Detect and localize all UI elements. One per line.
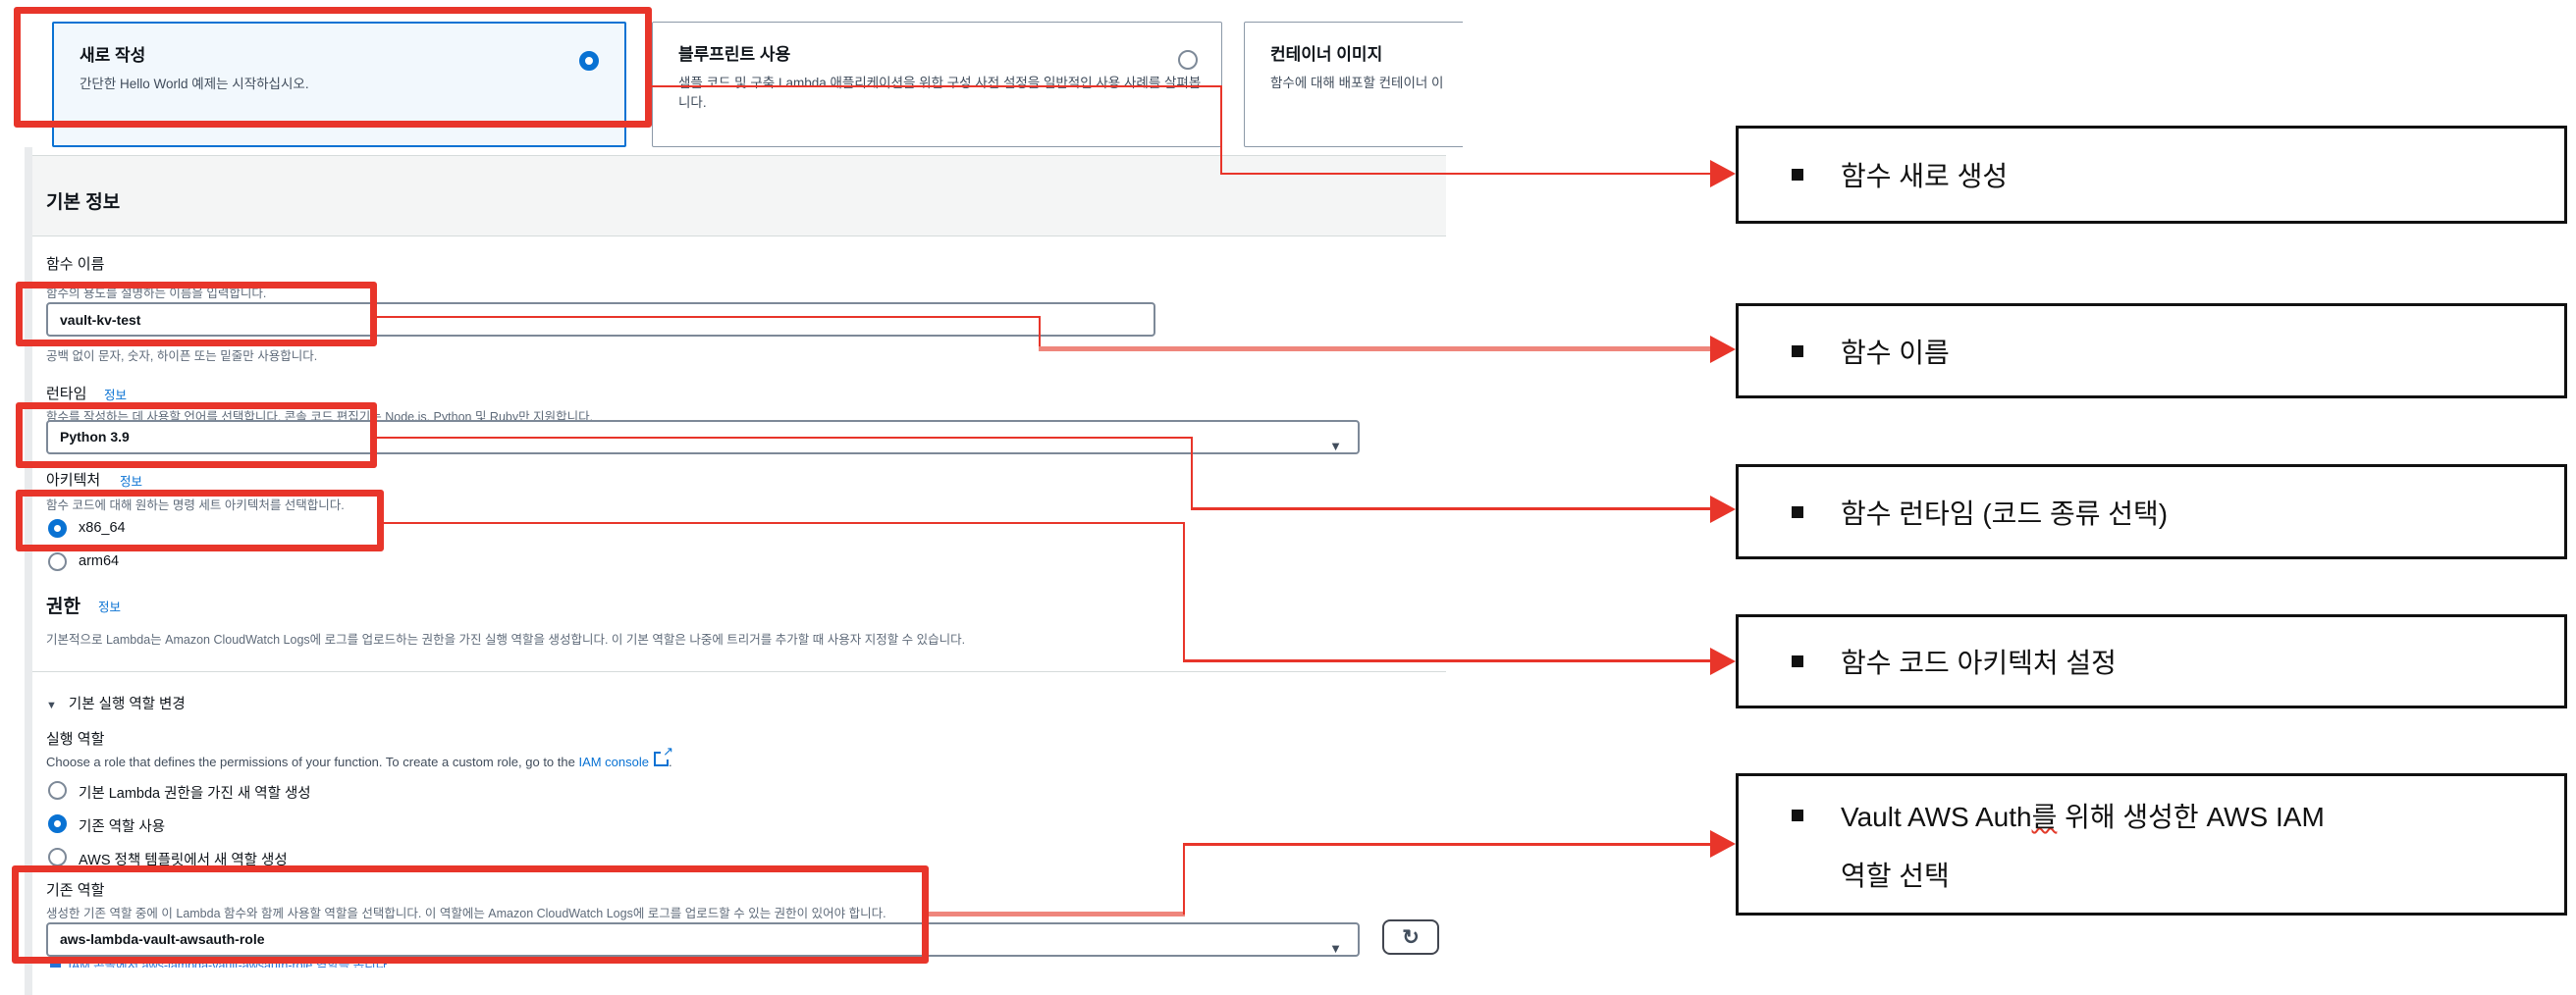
callout-vault-iam-role: Vault AWS Auth를 위해 생성한 AWS IAM 역할 선택 — [1736, 773, 2567, 916]
connector-3-arrowhead-icon — [1710, 496, 1736, 523]
connector-3-line — [376, 437, 1193, 439]
highlight-box-author-card — [14, 7, 652, 128]
chevron-down-icon: ▼ — [1329, 941, 1342, 956]
radio-selected-icon[interactable] — [579, 51, 599, 71]
existing-role-select-value: aws-lambda-vault-awsauth-role — [60, 931, 265, 947]
highlight-box-runtime — [16, 402, 377, 468]
bullet-square-icon — [1792, 344, 1803, 357]
info-icon — [50, 961, 61, 968]
basic-info-panel-header: 기본 정보 — [32, 155, 1446, 236]
highlight-box-architecture — [16, 490, 384, 551]
callout-architecture-setting: 함수 코드 아키텍처 설정 — [1736, 614, 2567, 708]
accordion-expanded-icon: ▼ — [46, 700, 57, 711]
radio-use-existing-role[interactable] — [48, 814, 67, 833]
section-divider — [32, 671, 1446, 672]
connector-1-line — [1220, 85, 1222, 175]
connector-2-line — [1039, 316, 1041, 348]
bullet-square-icon — [1792, 505, 1803, 518]
highlight-box-function-name — [16, 282, 377, 346]
connector-4-line — [382, 522, 1185, 524]
connector-2-line — [1039, 346, 1711, 351]
exec-role-label: 실행 역할 — [46, 731, 105, 748]
radio-create-new-role[interactable] — [48, 781, 67, 800]
architecture-hint: 함수 코드에 대해 원하는 명령 세트 아키텍처를 선택합니다. — [46, 498, 345, 512]
connector-5-line — [1183, 843, 1185, 915]
callout-text: 함수 새로 생성 — [1841, 161, 2009, 191]
callout-create-new-function: 함수 새로 생성 — [1736, 126, 2567, 224]
external-link-icon — [654, 744, 673, 766]
callout-text-line1: Vault AWS Auth를 위해 생성한 AWS IAM — [1841, 802, 2325, 832]
card-desc: 함수에 대해 배포할 컨테이너 이 — [1270, 76, 1444, 90]
connector-1-line — [648, 85, 1222, 87]
callout-text: 함수 이름 — [1841, 337, 1950, 368]
runtime-info-link[interactable]: 정보 — [104, 389, 128, 402]
connector-1-arrowhead-icon — [1710, 160, 1736, 187]
radio-x86-64[interactable] — [48, 519, 67, 538]
card-title: 새로 작성 — [80, 46, 146, 65]
existing-role-label: 기존 역할 — [46, 882, 105, 899]
connector-2-line — [376, 316, 1041, 318]
function-name-hint-bottom: 공백 없이 문자, 숫자, 하이픈 또는 밑줄만 사용합니다. — [46, 349, 318, 363]
card-use-blueprint[interactable]: 블루프린트 사용 샘플 코드 및 구축 Lambda 애플리케이션을 위한 구성… — [652, 22, 1222, 147]
callout-text: 함수 코드 아키텍처 설정 — [1841, 648, 2117, 678]
card-title: 블루프린트 사용 — [678, 45, 791, 64]
connector-4-line — [1183, 522, 1185, 661]
refresh-icon: ↻ — [1402, 926, 1420, 949]
connector-5-line — [1183, 843, 1711, 846]
connector-4-line — [1183, 659, 1711, 662]
page-left-gutter — [25, 147, 32, 995]
function-name-hint-top: 함수의 용도를 설명하는 이름을 입력합니다. — [46, 287, 267, 300]
radio-use-existing-role-label: 기존 역할 사용 — [79, 819, 166, 835]
callout-text: Vault AWS Auth를 위해 생성한 AWS IAM 역할 선택 — [1841, 776, 2325, 906]
spellcheck-squiggle: 를 — [2031, 802, 2058, 832]
connector-3-line — [1191, 507, 1711, 510]
bullet-square-icon — [1792, 655, 1803, 667]
exec-role-desc: Choose a role that defines the permissio… — [46, 744, 673, 769]
radio-unselected-icon[interactable] — [1178, 50, 1198, 70]
function-name-input[interactable] — [46, 302, 1155, 337]
connector-1-line — [1220, 173, 1711, 175]
permissions-title: 권한 — [46, 597, 80, 617]
callout-function-name: 함수 이름 — [1736, 303, 2567, 398]
card-desc: 간단한 Hello World 예제는 시작하십시오. — [80, 77, 309, 91]
connector-5-arrowhead-icon — [1710, 830, 1736, 858]
radio-policy-template-role[interactable] — [48, 848, 67, 866]
architecture-label: 아키텍처 — [46, 472, 101, 489]
radio-arm64-label: arm64 — [79, 553, 120, 569]
existing-role-desc: 생성한 기존 역할 중에 이 Lambda 함수와 함께 사용할 역할을 선택합… — [46, 907, 886, 920]
callout-text: 함수 런타임 (코드 종류 선택) — [1841, 498, 2169, 529]
connector-2-arrowhead-icon — [1710, 336, 1736, 363]
bullet-square-icon — [1792, 810, 1803, 821]
card-desc: 샘플 코드 및 구축 Lambda 애플리케이션을 위한 구성 사전 설정을 일… — [678, 76, 1202, 110]
radio-arm64[interactable] — [48, 552, 67, 571]
connector-4-arrowhead-icon — [1710, 648, 1736, 675]
bullet-square-icon — [1792, 169, 1803, 181]
section-title-basic-info: 기본 정보 — [46, 192, 121, 213]
iam-console-link[interactable]: IAM console — [578, 755, 649, 769]
runtime-select-value: Python 3.9 — [60, 429, 130, 445]
runtime-label: 런타임 — [46, 386, 87, 402]
refresh-roles-button[interactable]: ↻ — [1382, 919, 1439, 955]
architecture-info-link[interactable]: 정보 — [120, 475, 143, 489]
change-default-exec-role-accordion[interactable]: ▼ 기본 실행 역할 변경 — [46, 693, 186, 713]
permissions-desc: 기본적으로 Lambda는 Amazon CloudWatch Logs에 로그… — [46, 633, 966, 647]
function-name-label: 함수 이름 — [46, 256, 105, 273]
radio-policy-template-role-label: AWS 정책 템플릿에서 새 역할 생성 — [79, 853, 288, 868]
existing-role-select[interactable]: aws-lambda-vault-awsauth-role ▼ — [46, 922, 1360, 957]
radio-create-new-role-label: 기본 Lambda 권한을 가진 새 역할 생성 — [79, 786, 311, 802]
callout-text-line2: 역할 선택 — [1841, 861, 1950, 891]
permissions-info-link[interactable]: 정보 — [98, 601, 122, 614]
chevron-down-icon: ▼ — [1329, 439, 1342, 453]
accordion-label: 기본 실행 역할 변경 — [68, 697, 186, 712]
callout-function-runtime: 함수 런타임 (코드 종류 선택) — [1736, 464, 2567, 559]
card-title: 컨테이너 이미지 — [1270, 45, 1383, 64]
card-container-image[interactable]: 컨테이너 이미지 함수에 대해 배포할 컨테이너 이 — [1244, 22, 1463, 147]
highlight-box-existing-role — [12, 865, 929, 964]
connector-3-line — [1191, 437, 1193, 509]
radio-x86-64-label: x86_64 — [79, 520, 126, 536]
connector-5-line — [927, 912, 1185, 916]
exec-role-desc-text: Choose a role that defines the permissio… — [46, 755, 579, 769]
exec-role-desc-period: . — [669, 755, 672, 769]
